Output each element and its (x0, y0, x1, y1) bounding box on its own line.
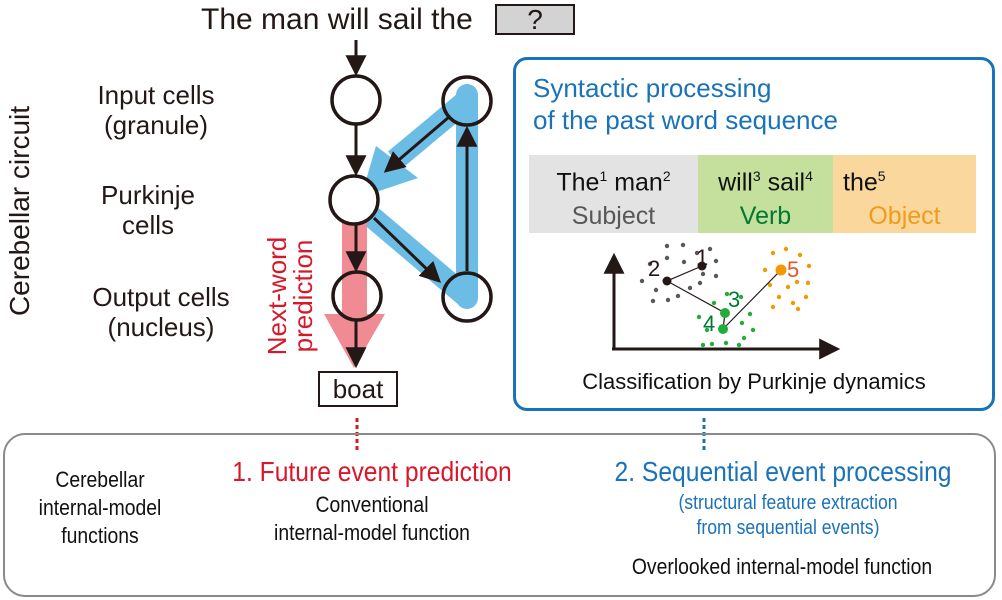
cluster-dot (741, 335, 747, 341)
cluster-dot (762, 267, 768, 273)
label-1: 1 (696, 245, 708, 270)
internal-model-functions-box (3, 433, 996, 597)
output-cells-label: Output cells (nucleus) (61, 282, 261, 342)
input-sentence: The man will sail the (201, 3, 473, 36)
overlooked-function-desc: Overlooked internal-model function (631, 554, 933, 579)
segment-words: The1 man2 (556, 168, 671, 197)
cluster-dot (664, 243, 670, 249)
purkinje-cells-label: Purkinje cells (48, 180, 248, 240)
cluster-dot (704, 327, 710, 333)
conventional-function-desc: Conventional internal-model function (274, 492, 470, 545)
cluster-dot (795, 306, 801, 312)
cluster-dot (770, 304, 776, 310)
cluster-dot (724, 291, 730, 297)
output-cells-line1: Output cells (92, 282, 230, 312)
title-line2: of the past word sequence (533, 105, 838, 135)
cluster-dot (750, 327, 756, 333)
cluster-dot (739, 320, 745, 326)
cluster-dot (713, 258, 719, 264)
cluster-dot (803, 294, 809, 300)
trajectory-line (665, 265, 782, 331)
cluster-dot (767, 282, 773, 288)
point-3 (720, 308, 730, 318)
cluster-dot (713, 273, 719, 279)
segment-subject: The1 man2 Subject (529, 155, 698, 233)
syntactic-processing-panel (513, 57, 995, 411)
purkinje-line1: Purkinje (101, 180, 195, 210)
future-event-prediction-title: 1. Future event prediction (232, 456, 512, 487)
loop-top-circle (441, 75, 493, 127)
cluster-dot (700, 342, 706, 348)
structural-feature-extraction-note: (structural feature extraction from sequ… (678, 492, 898, 539)
title-line1: Syntactic processing (533, 73, 772, 103)
cluster-dot (694, 250, 700, 256)
cluster-dot (776, 294, 782, 300)
cluster-dot (806, 263, 812, 269)
segment-words: will3 sail4 (718, 168, 813, 197)
cluster-dot (797, 252, 803, 258)
segment-words: the5 (843, 168, 886, 197)
input-cells-line2: (granule) (103, 110, 209, 140)
cluster-dot (680, 242, 686, 248)
input-cells-line1: Input cells (97, 80, 215, 110)
cluster-dot (723, 340, 729, 346)
cluster-dot (736, 342, 742, 348)
cluster-dot (687, 285, 693, 291)
cluster-dot (783, 246, 789, 252)
cluster-dot (700, 271, 706, 277)
label-4: 4 (703, 311, 715, 336)
segment-category: Subject (571, 202, 656, 231)
cluster-dot (664, 255, 670, 261)
label-5: 5 (787, 257, 799, 282)
cluster-dot (650, 298, 656, 304)
circuit-arrows (345, 40, 478, 369)
cluster-dot (665, 297, 671, 303)
loop-bottom-circle (441, 271, 493, 323)
cluster-dot (790, 300, 796, 306)
purkinje-line2: cells (121, 210, 174, 240)
input-cells-label: Input cells (granule) (56, 80, 256, 140)
cluster-dot (747, 311, 753, 317)
segment-category: Verb (739, 202, 792, 231)
cluster-dot (805, 280, 811, 286)
cluster-dot (711, 300, 717, 306)
point-4 (718, 324, 728, 334)
segment-object: the5 Object (833, 155, 976, 233)
point-2 (662, 276, 672, 286)
sequential-event-processing-title: 2. Sequential event processing (614, 456, 952, 487)
output-cells-line2: (nucleus) (107, 312, 215, 342)
syntactic-processing-title: Syntactic processing of the past word se… (533, 72, 838, 136)
blank-word-box: ? (495, 4, 575, 35)
segment-verb: will3 sail4 Verb (698, 155, 833, 233)
label-3: 3 (728, 287, 740, 312)
functions-heading: Cerebellar internal-model functions (38, 467, 162, 548)
cluster-dot (794, 279, 800, 285)
cluster-dot (697, 280, 703, 286)
label-2: 2 (648, 256, 660, 281)
cluster-dot (770, 250, 776, 256)
segment-category: Object (868, 202, 941, 231)
cluster-dot (707, 246, 713, 252)
cluster-dot (653, 287, 659, 293)
cluster-dot (681, 259, 687, 265)
cluster-dot (785, 284, 791, 290)
cluster-dot (738, 294, 744, 300)
cluster-dot (639, 278, 645, 284)
point-1 (697, 261, 707, 271)
cluster-dot (696, 314, 702, 320)
predicted-word-box: boat (318, 371, 398, 407)
classification-caption: Classification by Purkinje dynamics (582, 369, 926, 394)
point-5 (775, 264, 787, 276)
cluster-dot (647, 261, 653, 267)
cluster-dot (675, 293, 681, 299)
cluster-dot (709, 341, 715, 347)
